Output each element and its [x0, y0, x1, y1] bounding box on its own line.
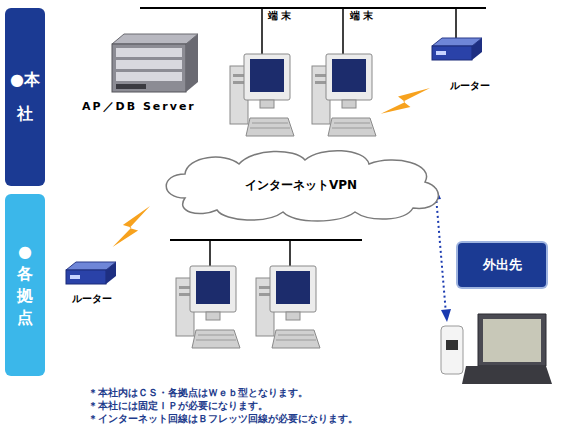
- location-box: 外出先: [458, 243, 546, 287]
- section-band: ●本 社: [5, 8, 45, 186]
- terminal-label: 端 末: [268, 9, 291, 23]
- note-text: ＊インターネット回線はＢフレッツ回線が必要になります。: [88, 412, 358, 426]
- node-text: ●本 社: [7, 63, 43, 131]
- server-label: AP／DB Server: [82, 99, 196, 114]
- note-text: ＊本社には固定ＩＰが必要になります。: [88, 399, 268, 413]
- router-label: ルーター: [450, 79, 490, 93]
- router-label: ルーター: [72, 292, 112, 306]
- node-text: ●各拠点: [16, 241, 34, 329]
- terminal-label: 端 末: [350, 9, 373, 23]
- note-text: ＊本社内はＣＳ・各拠点はＷｅｂ型となります。: [88, 386, 308, 400]
- section-band: ●各拠点: [5, 194, 45, 376]
- node-text: インターネットVPN: [245, 177, 357, 194]
- internet-cloud: インターネットVPN: [155, 148, 447, 222]
- node-text: 外出先: [483, 256, 522, 274]
